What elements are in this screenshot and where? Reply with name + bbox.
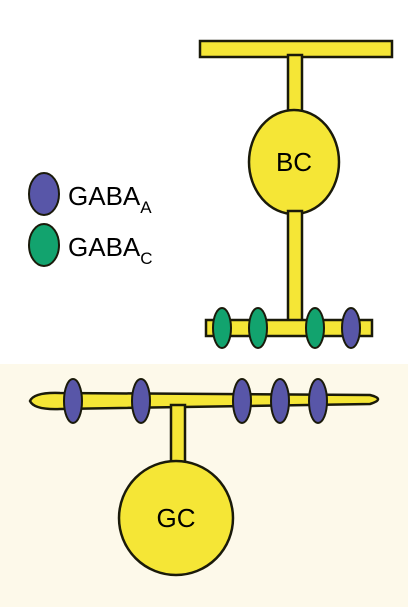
legend-gaba-c-base: GABA <box>68 232 141 262</box>
legend-gaba-a-subscript: A <box>140 198 152 217</box>
gaba-a-receptor <box>270 378 290 424</box>
bipolar-axon-terminal <box>204 318 374 338</box>
bipolar-terminal-receptors <box>212 307 361 349</box>
gaba-c-receptor <box>212 307 232 349</box>
gaba-c-swatch <box>28 223 60 267</box>
ganglion-dendrite <box>28 391 380 411</box>
gaba-a-receptor <box>232 378 252 424</box>
gaba-a-swatch <box>28 172 60 216</box>
ganglion-soma <box>117 459 235 577</box>
ganglion-dendrite-receptors <box>63 378 328 424</box>
gaba-a-receptor <box>63 378 83 424</box>
ganglion-stalk <box>169 403 187 465</box>
gaba-a-receptor <box>308 378 328 424</box>
bipolar-axon <box>286 209 304 325</box>
ganglion-cell-label: GC <box>157 503 196 533</box>
ganglion-cell: GC <box>28 391 380 577</box>
gaba-a-receptor <box>131 378 151 424</box>
legend-label-gaba-c: GABAC <box>68 232 153 268</box>
gaba-a-receptor <box>341 307 361 349</box>
gaba-c-receptor <box>305 307 325 349</box>
legend-label-gaba-a: GABAA <box>68 181 152 217</box>
gaba-c-receptor <box>248 307 268 349</box>
legend-item-gaba-c: GABAC <box>28 223 153 268</box>
legend-gaba-c-subscript: C <box>140 249 152 268</box>
bipolar-cell: BC <box>198 39 394 338</box>
legend-item-gaba-a: GABAA <box>28 172 152 217</box>
legend-gaba-a-base: GABA <box>68 181 141 211</box>
legend: GABAA GABAC <box>28 172 153 268</box>
bipolar-upper-stalk <box>286 53 304 117</box>
bipolar-cell-label: BC <box>276 147 312 177</box>
